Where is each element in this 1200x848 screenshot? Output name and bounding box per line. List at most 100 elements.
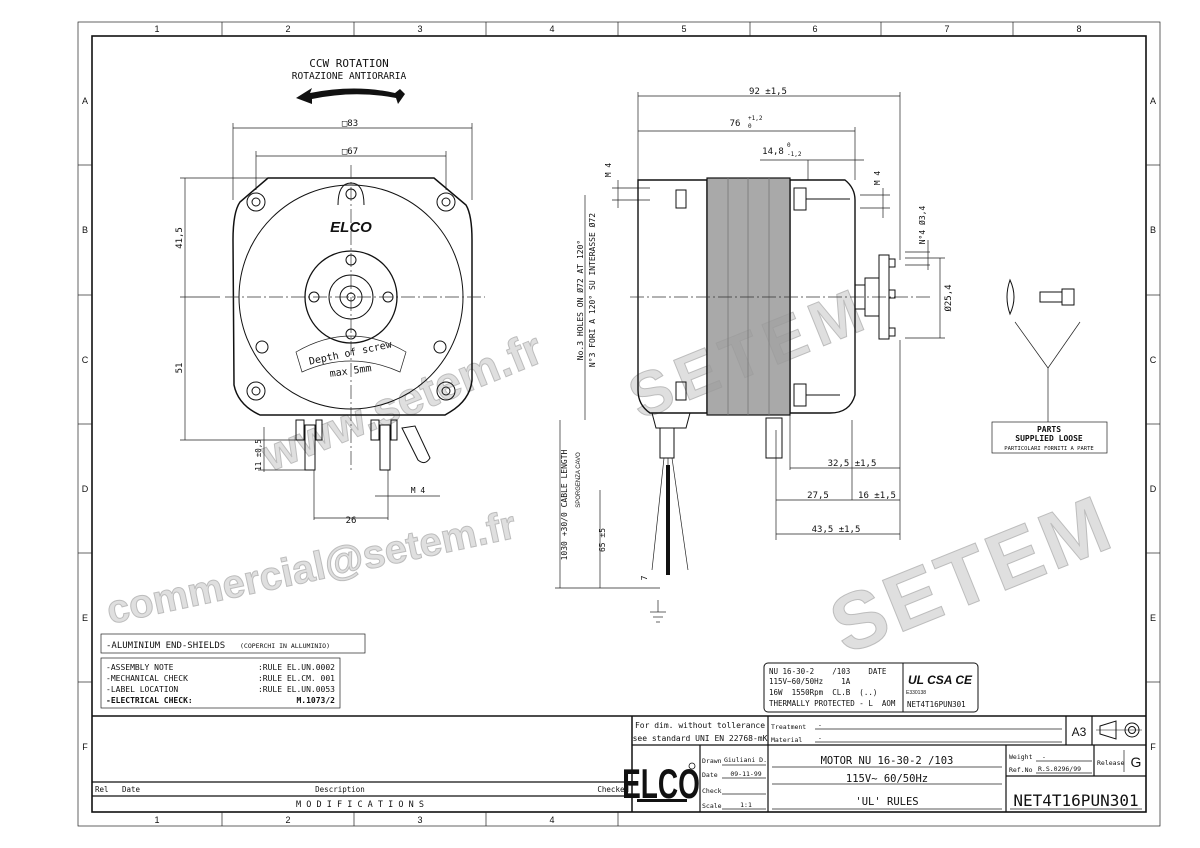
weight-label: Weight (1009, 753, 1033, 761)
watermark-brand: SETEM (818, 478, 1125, 671)
release-value: G (1131, 754, 1142, 770)
label-code: NET4T16PUN301 (907, 700, 966, 709)
row-label: F (82, 742, 88, 752)
check-label: Check (702, 787, 722, 795)
title-block: Rel Date Description Checked M O D I F I… (92, 715, 1146, 812)
screw-depth-note-max: max 5mm (329, 363, 372, 380)
column-label: 4 (549, 24, 554, 34)
dim-76-tol-lower: 0 (748, 123, 752, 130)
drawn-value: Giuliani D. (724, 756, 767, 764)
row-label: B (1150, 225, 1156, 235)
certification-marks: UL CSA CE (908, 673, 973, 687)
drawing-frame: 1 2 3 4 5 6 7 8 1 2 3 4 A B C D E F A B … (77, 21, 1161, 827)
watermark-email: commercial@setem.fr (103, 503, 520, 633)
row-label: A (82, 96, 88, 106)
dim-7: 7 (640, 575, 649, 580)
rule-label: -LABEL LOCATION (106, 685, 178, 694)
front-logo: ELCO (330, 219, 372, 236)
column-label: 7 (944, 24, 949, 34)
column-label: 4 (549, 815, 554, 825)
release-label: Release (1097, 759, 1124, 767)
column-label: 2 (285, 24, 290, 34)
dim-43-5: 43,5 ±1,5 (812, 525, 861, 535)
row-label: B (82, 225, 88, 235)
cable-length-it: SPORGENZA CAVO (576, 452, 582, 508)
scale-value: 1:1 (740, 801, 752, 809)
label-line: THERMALLY PROTECTED - L AOM (769, 699, 896, 708)
elco-logo: ELCO (622, 760, 700, 807)
row-label: E (82, 613, 88, 623)
mod-rel-header: Rel (95, 785, 109, 794)
column-label: 1 (154, 815, 159, 825)
material-label: Material (771, 736, 802, 744)
column-label: 3 (417, 24, 422, 34)
ref-label: Ref.No (1009, 766, 1033, 774)
dim-83: □83 (342, 119, 358, 129)
treatment-label: Treatment (771, 723, 806, 731)
end-shields-note: -ALUMINIUM END-SHIELDS (106, 641, 225, 651)
parts-title-2: SUPPLIED LOOSE (1015, 434, 1083, 443)
rule-value: :RULE EL.CM. 001 (258, 674, 335, 683)
dim-76: 76 (730, 119, 741, 129)
mod-date-header: Date (122, 785, 141, 794)
row-label: D (1150, 484, 1157, 494)
column-label: 1 (154, 24, 159, 34)
material-value: - (818, 734, 822, 742)
modifications-title: M O D I F I C A T I O N S (296, 800, 424, 810)
dim-16: 16 ±1,5 (858, 491, 896, 501)
dim-41-5: 41,5 (175, 227, 185, 249)
row-label: C (1150, 355, 1157, 365)
date-value: 09-11-99 (730, 770, 761, 778)
label-plate: NU 16-30-2 /103 DATE 115V~60/50Hz 1A 16W… (763, 662, 979, 713)
end-shields-note-it: (COPERCHI IN ALLUMINIO) (240, 642, 330, 650)
ref-value: R.S.0296/99 (1038, 765, 1081, 773)
row-label: C (82, 355, 89, 365)
drawing-title: MOTOR NU 16-30-2 /103 (821, 755, 954, 767)
drawing-number: NET4T16PUN301 (1013, 791, 1138, 810)
parts-title: PARTS (1037, 425, 1061, 434)
mod-description-header: Description (315, 785, 365, 794)
dim-m4-right: M 4 (873, 171, 882, 186)
column-label: 3 (417, 815, 422, 825)
rule-value: M.1073/2 (296, 696, 335, 705)
parts-subtitle: PARTICOLARI FORNITI A PARTE (1004, 446, 1093, 452)
ccw-rotation-arrow-icon (296, 88, 405, 104)
dim-67: □67 (342, 147, 358, 157)
dim-26: 26 (346, 516, 357, 526)
rule-label: -MECHANICAL CHECK (106, 674, 188, 683)
rule-value: :RULE EL.UN.0002 (258, 663, 335, 672)
drawing-title-3: 'UL' RULES (855, 796, 918, 808)
drawing-title-2: 115V~ 60/50Hz (846, 773, 928, 785)
label-line: 16W 1550Rpm CL.B (..) (769, 688, 877, 697)
notes: -ALUMINIUM END-SHIELDS (COPERCHI IN ALLU… (100, 633, 366, 709)
dim-51: 51 (175, 363, 185, 374)
dim-11: 11 ±0,5 (254, 439, 263, 471)
column-label: 5 (681, 24, 686, 34)
label-line: 115V~60/50Hz 1A (769, 677, 851, 686)
cable-length: 1030 +30/0 CABLE LENGTH (560, 449, 569, 560)
treatment-value: - (818, 721, 822, 729)
dim-14-8: 14,8 (762, 147, 784, 157)
dim-65: 65 ±5 (598, 528, 607, 552)
sheet-size: A3 (1072, 725, 1087, 739)
rotation-title: CCW ROTATION (309, 57, 388, 70)
rule-label: -ELECTRICAL CHECK: (106, 696, 193, 705)
rotation-subtitle: ROTAZIONE ANTIORARIA (292, 71, 407, 82)
watermark: www.setem.fr SETEM SETEM commercial@sete… (102, 274, 1126, 672)
row-label: A (1150, 96, 1156, 106)
parts-supplied-loose: PARTS SUPPLIED LOOSE PARTICOLARI FORNITI… (991, 278, 1108, 454)
weight-value: - (1042, 753, 1046, 761)
holes-note-en: No.3 HOLES ON Ø72 AT 120° (575, 240, 585, 360)
rule-value: :RULE EL.UN.0053 (258, 685, 335, 694)
dim-m4-left: M 4 (604, 163, 613, 178)
tolerance-note-2: see standard UNI EN 22768-mK (633, 734, 768, 743)
column-label: 6 (812, 24, 817, 34)
dim-32-5: 32,5 ±1,5 (828, 459, 877, 469)
row-label: D (82, 484, 89, 494)
dim-76-tol-upper: +1,2 (748, 115, 763, 122)
label-line: NU 16-30-2 /103 DATE (769, 667, 887, 676)
dim-flange-holes: N°4 Ø3,4 (917, 206, 927, 245)
side-view: 92 ±1,5 76 +1,2 0 14,8 0 -1,2 M 4 M 4 No… (555, 87, 954, 623)
dim-27-5: 27,5 (807, 491, 829, 501)
stator-lamination (706, 177, 791, 416)
